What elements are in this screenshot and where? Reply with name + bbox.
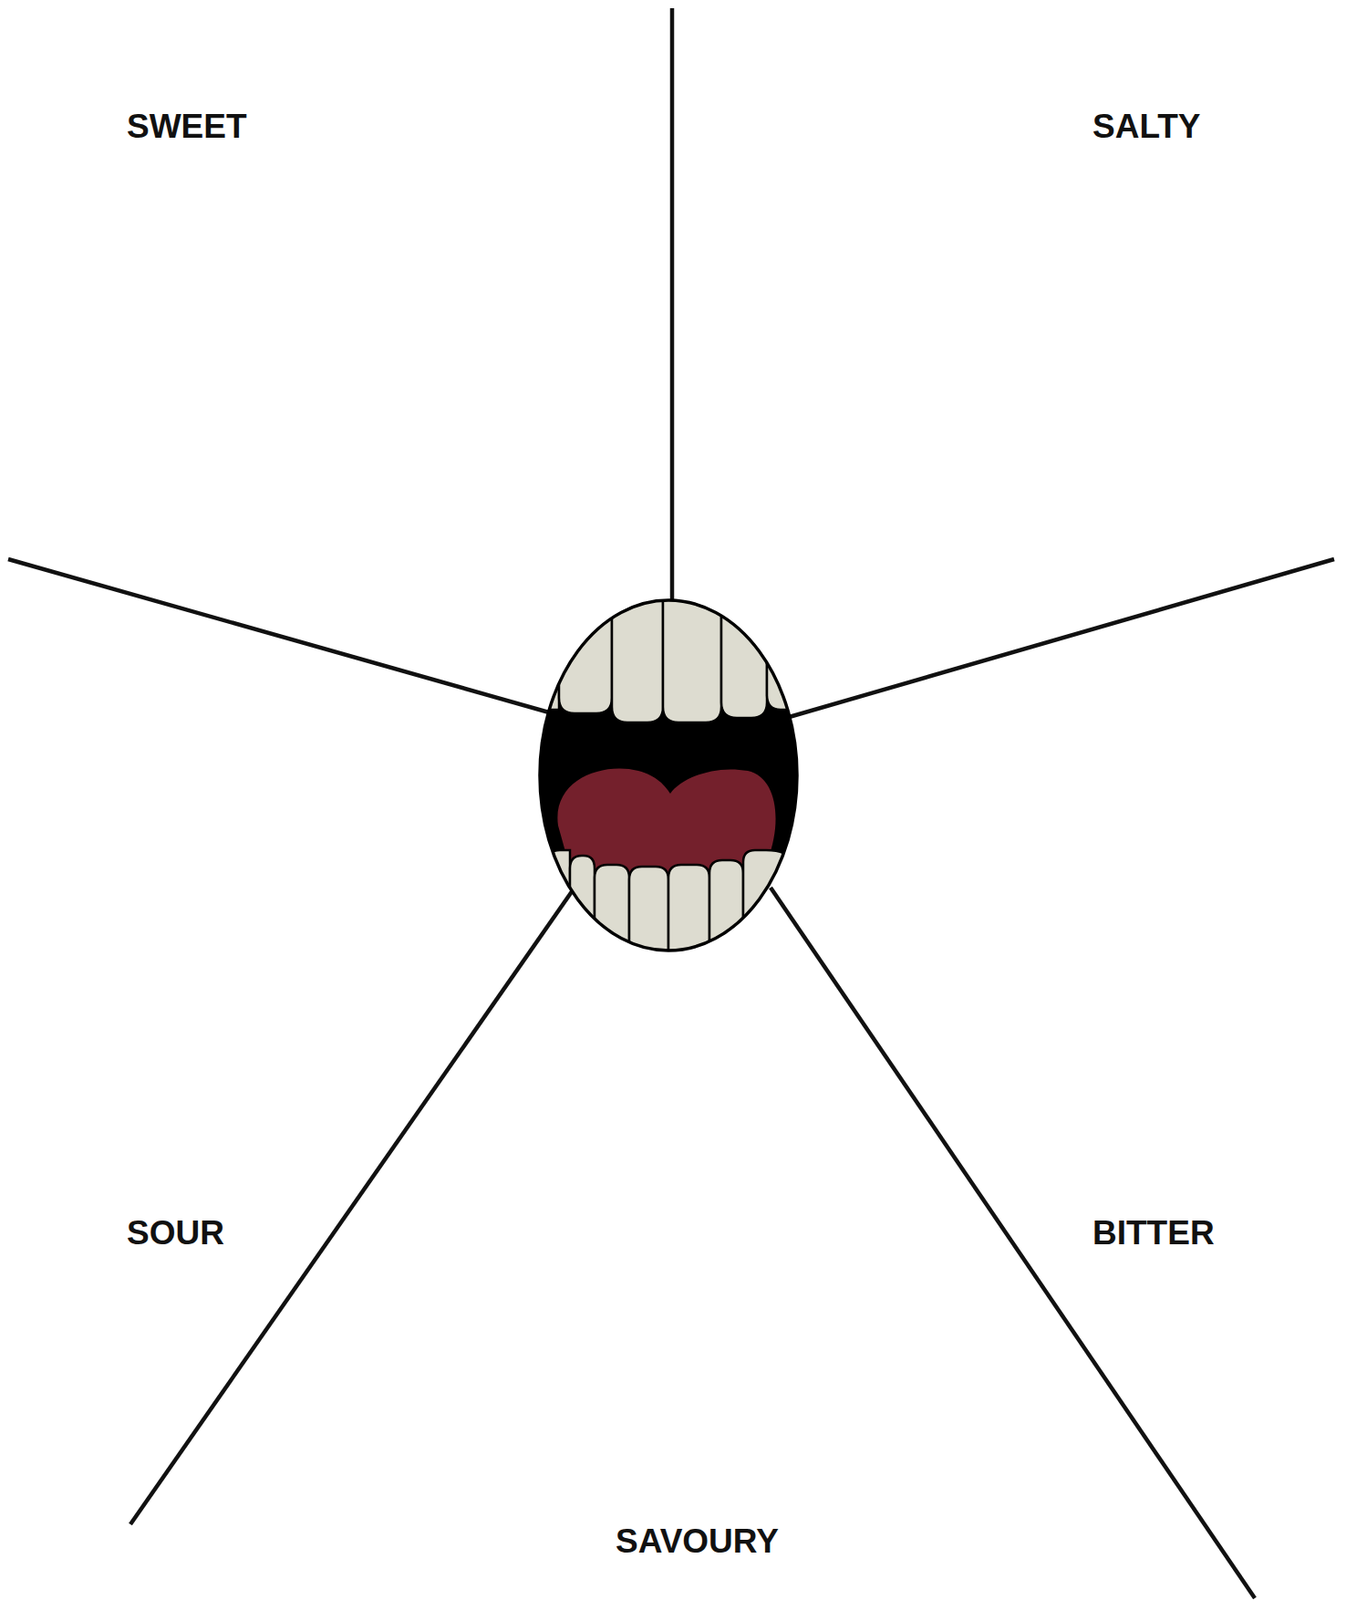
divider-line: [786, 559, 1335, 718]
divider-line: [670, 8, 675, 602]
divider-line: [130, 890, 573, 1524]
mouth-outline: [539, 600, 798, 951]
tooth: [611, 574, 663, 723]
divider-line: [770, 887, 1255, 1598]
divider-line: [8, 559, 549, 713]
taste-label: SAVOURY: [615, 1521, 779, 1562]
divider-lines: [8, 8, 1335, 1598]
lower-teeth: [547, 849, 790, 976]
mouth-illustration: [533, 574, 803, 976]
upper-teeth: [533, 574, 803, 723]
tooth: [668, 864, 710, 976]
tooth: [743, 849, 790, 976]
tooth: [721, 574, 767, 718]
taste-label: SOUR: [126, 1212, 225, 1253]
tooth: [629, 866, 669, 976]
tooth: [662, 574, 722, 723]
tooth: [766, 574, 803, 710]
taste-label: BITTER: [1092, 1212, 1215, 1253]
tooth: [709, 859, 744, 976]
taste-label: SWEET: [126, 106, 248, 147]
tooth: [594, 864, 630, 976]
taste-label: SALTY: [1092, 106, 1202, 147]
